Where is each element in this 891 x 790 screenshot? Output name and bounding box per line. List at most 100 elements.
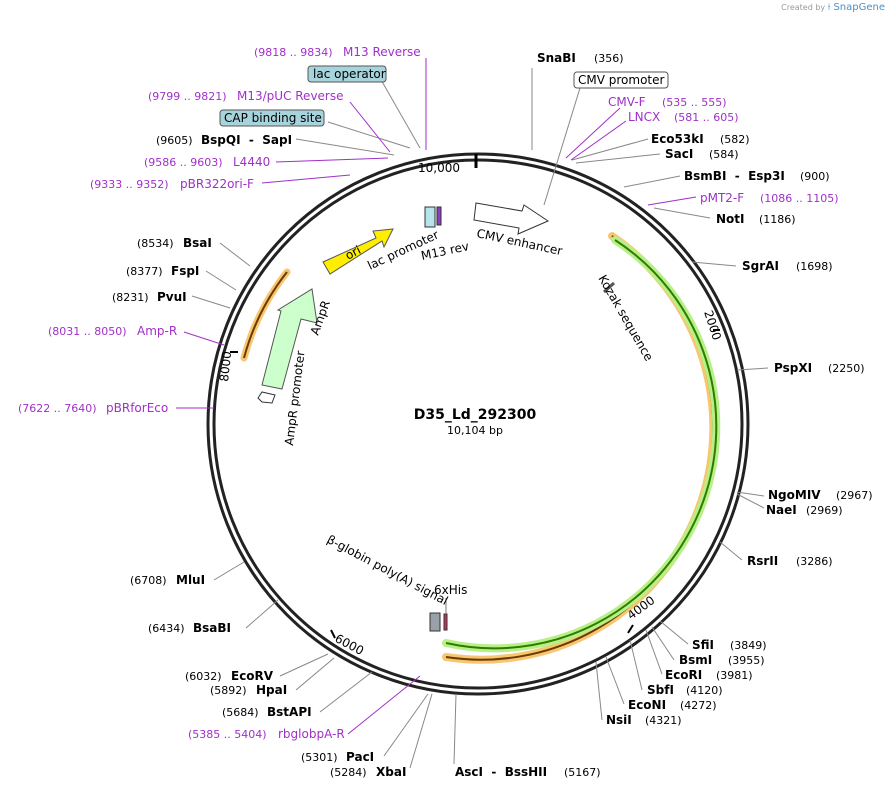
left-orange-arc-line <box>243 271 288 359</box>
site-pos-nsii: (4321) <box>645 714 682 727</box>
site-pos-hpai: (5892) <box>210 684 247 697</box>
credit-brand: SnapGene <box>833 2 885 13</box>
snapgene-credit: Created by ⟊ SnapGene <box>781 2 885 13</box>
site-name-snabi: SnaBI <box>537 51 576 65</box>
site-name-paci: PacI <box>346 750 374 764</box>
primer-name-rbglobpa-r: rbglobpA-R <box>278 727 345 741</box>
his-tag-block <box>443 613 448 631</box>
m13-rev-block <box>436 206 442 226</box>
site-name-xbai: XbaI <box>376 765 406 779</box>
snapgene-logo: ⟊ SnapGene <box>827 2 885 13</box>
site-pos-sbfi: (4120) <box>686 684 723 697</box>
plasmid-name: D35_Ld_292300 <box>414 407 537 423</box>
green-feature-arc <box>442 236 721 653</box>
site-pos-naei: (2969) <box>806 504 843 517</box>
cmv-enhancer-arrow <box>473 202 550 235</box>
site-pos-eco53ki: (582) <box>720 133 750 146</box>
site-pos-ecori: (3981) <box>716 669 753 682</box>
his-tag-label: 6xHis <box>434 583 467 597</box>
primer-leaders <box>176 58 697 735</box>
primer-range-m13-puc-reverse: (9799 .. 9821) <box>148 90 227 103</box>
cap-binding-site-box <box>219 109 325 127</box>
site-name-saci: SacI <box>665 147 693 161</box>
site-name-sgrai: SgrAI <box>742 259 779 273</box>
cmv-promoter-label: CMV promoter <box>578 73 665 87</box>
primer-name-pbrforeco: pBRforEco <box>106 401 168 415</box>
primer-range-rbglobpa-r: (5385 .. 5404) <box>188 728 267 741</box>
backbone-outer <box>206 152 750 696</box>
primer-range-l4440: (9586 .. 9603) <box>144 156 223 169</box>
primer-name-cmv-f: CMV-F <box>608 95 646 109</box>
credit-prefix: Created by <box>781 3 826 12</box>
site-name-econi: EcoNI <box>628 698 666 712</box>
site-pos-noti: (1186) <box>759 213 796 226</box>
primer-name-amp-r: Amp-R <box>137 324 177 338</box>
primer-range-cmv-f: (535 .. 555) <box>662 96 727 109</box>
site-pos-bspqi-sapi: (9605) <box>156 134 193 147</box>
site-pos-sgrai: (1698) <box>796 260 833 273</box>
primer-range-m13-reverse: (9818 .. 9834) <box>254 46 333 59</box>
site-pos-pvui: (8231) <box>112 291 149 304</box>
green-feature-arc-line <box>445 239 718 650</box>
site-pos-bstapi: (5684) <box>222 706 259 719</box>
ampr-promoter-arrow <box>257 391 276 404</box>
ampr-arrow <box>261 288 318 390</box>
site-pos-bsabi: (6434) <box>148 622 185 635</box>
ori-arrow <box>322 228 394 275</box>
site-name-rsrii: RsrII <box>747 554 778 568</box>
primer-range-pmt2-f: (1086 .. 1105) <box>760 192 839 205</box>
kozak-label: Kozak sequence <box>595 273 656 364</box>
primer-range-lncx: (581 .. 605) <box>674 111 739 124</box>
leader-lines <box>191 68 769 769</box>
site-name-noti: NotI <box>716 212 745 226</box>
primer-range-amp-r: (8031 .. 8050) <box>48 325 127 338</box>
primer-name-lncx: LNCX <box>628 110 660 124</box>
site-pos-sfii: (3849) <box>730 639 767 652</box>
site-pos-pspxi: (2250) <box>828 362 865 375</box>
globin-block <box>429 612 441 632</box>
site-name-bsmbi-esp3i: BsmBI - Esp3I <box>684 169 785 183</box>
site-pos-xbai: (5284) <box>330 766 367 779</box>
primer-name-m13-puc-reverse: M13/pUC Reverse <box>237 89 344 103</box>
site-pos-econi: (4272) <box>680 699 717 712</box>
lac-operator-box <box>307 65 387 83</box>
site-name-ecorv: EcoRV <box>231 669 274 683</box>
cmv-promoter-box <box>573 71 669 89</box>
site-name-eco53ki: Eco53kI <box>651 132 704 146</box>
tick-4000 <box>627 624 634 634</box>
plasmid-length: 10,104 bp <box>447 424 503 437</box>
site-pos-mlui: (6708) <box>130 574 167 587</box>
site-pos-paci: (5301) <box>301 751 338 764</box>
tick-label-8000: 8000 <box>217 350 234 382</box>
backbone-inner <box>212 158 744 690</box>
site-pos-bsmbi-esp3i: (900) <box>800 170 830 183</box>
primer-name-pmt2-f: pMT2-F <box>700 191 744 205</box>
site-name-bsmi: BsmI <box>679 653 712 667</box>
lac-operator-label: lac operator <box>313 67 386 81</box>
site-name-ngomiv: NgoMIV <box>768 488 821 502</box>
site-name-pspxi: PspXI <box>774 361 812 375</box>
site-name-sbfi: SbfI <box>647 683 674 697</box>
globin-label: β-globin poly(A) signal <box>325 532 451 608</box>
site-name-naei: NaeI <box>766 503 797 517</box>
primer-name-pbr322ori-f: pBR322ori-F <box>180 177 254 191</box>
primer-name-l4440: L4440 <box>233 155 270 169</box>
site-name-nsii: NsiI <box>606 713 632 727</box>
tick-6000 <box>330 629 336 639</box>
site-pos-ngomiv: (2967) <box>836 489 873 502</box>
site-name-pvui: PvuI <box>157 290 187 304</box>
tick-label-2000: 2000 <box>701 309 724 342</box>
site-pos-ecorv: (6032) <box>185 670 222 683</box>
site-name-bspqi-sapi: BspQI - SapI <box>201 133 292 147</box>
site-pos-asci-bsshii: (5167) <box>564 766 601 779</box>
site-name-sfii: SfiI <box>692 638 714 652</box>
tick-label-10000: 10,000 <box>418 161 460 175</box>
site-name-bstapi: BstAPI <box>267 705 312 719</box>
site-pos-bsmi: (3955) <box>728 654 765 667</box>
site-pos-rsrii: (3286) <box>796 555 833 568</box>
kozak-marker <box>602 281 616 294</box>
primer-range-pbr322ori-f: (9333 .. 9352) <box>90 178 169 191</box>
site-name-fspi: FspI <box>171 264 199 278</box>
site-name-bsabi: BsaBI <box>193 621 231 635</box>
